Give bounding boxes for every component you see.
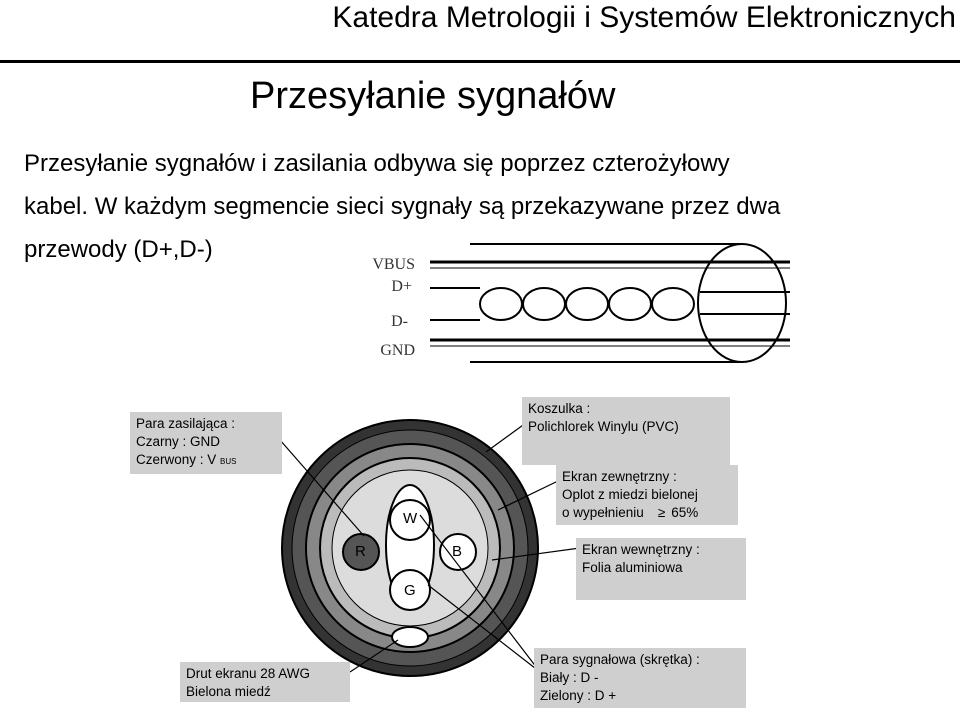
power-pair-line-3-main: Czerwony : V [136, 452, 221, 467]
cable-tube-outline [470, 243, 740, 363]
core-b-label: B [452, 543, 463, 560]
signal-pair-callout: Para sygnałowa (skrętka) : Biały : D - Z… [534, 648, 746, 708]
header-title: Katedra Metrologii i Systemów Elektronic… [332, 1, 956, 34]
core-g [389, 569, 431, 611]
body-line-2: kabel. W każdym segmencie sieci sygnały … [24, 193, 781, 220]
drain-wire-callout: Drut ekranu 28 AWG Bielona miedź [180, 662, 350, 702]
jacket-callout: Koszulka : Polichlorek Winylu (PVC) [522, 397, 730, 465]
signal-pair-line-3: Zielony : D + [540, 688, 617, 703]
power-pair-line-3-sub: BUS [220, 457, 237, 466]
jacket-line-2: Polichlorek Winylu (PVC) [528, 419, 679, 434]
leader-outer-shield [497, 479, 561, 511]
dminus-label: D- [391, 313, 408, 330]
cable-end-ellipse [697, 243, 787, 363]
twist-1 [479, 287, 523, 321]
leader-power-pair [279, 439, 365, 537]
twist-5 [651, 287, 695, 321]
cable-side-view [430, 243, 790, 363]
twist-4 [608, 287, 652, 321]
leader-signal-pair-2 [427, 584, 541, 673]
greater-equal-symbol: ≥ [657, 505, 666, 520]
core-b [439, 533, 477, 571]
dplus-label: D+ [391, 278, 412, 295]
inner-shield-line-1: Ekran wewnętrzny : [582, 542, 700, 557]
cable-cross-section [281, 419, 539, 677]
drain-wire-line-1: Drut ekranu 28 AWG [186, 666, 311, 681]
outer-shield-line-1: Ekran zewnętrzny : [562, 469, 677, 484]
slide-title: Przesyłanie sygnałów [250, 75, 616, 117]
leader-signal-pair-1 [419, 514, 541, 673]
signal-pair-line-2: Biały : D - [540, 670, 599, 685]
drain-wire-line-2: Bielona miedź [186, 684, 271, 699]
power-pair-callout: Para zasilająca : Czarny : GND Czerwony … [130, 412, 282, 474]
power-pair-line-1: Para zasilająca : [136, 416, 236, 431]
header-rule [0, 60, 960, 63]
outer-shield-fill-text: o wypełnieniu [562, 505, 644, 520]
outer-shield-line-2: Oplot z miedzi bielonej [562, 487, 698, 502]
twist-2 [522, 287, 566, 321]
core-w-label: W [403, 510, 418, 527]
drain-wire [391, 626, 429, 648]
outer-shield-callout: Ekran zewnętrzny : Oplot z miedzi bielon… [556, 465, 738, 525]
signal-pair-line-1: Para sygnałowa (skrętka) : [540, 652, 700, 667]
jacket-line-1: Koszulka : [528, 401, 591, 416]
inner-shield-callout: Ekran wewnętrzny : Folia aluminiowa [576, 538, 746, 600]
vbus-label: VBUS [372, 256, 415, 273]
core-r-label: R [355, 543, 366, 560]
twist-3 [565, 287, 609, 321]
leader-inner-shield [491, 547, 581, 561]
power-pair-line-2: Czarny : GND [136, 434, 221, 449]
core-g-label: G [404, 582, 416, 599]
inner-shield-line-2: Folia aluminiowa [582, 560, 683, 575]
body-line-1: Przesyłanie sygnałów i zasilania odbywa … [24, 150, 730, 177]
outer-shield-line-3: o wypełnieniu ≥65% [562, 504, 732, 522]
outer-shield-fill-value: 65% [671, 505, 699, 520]
gnd-label: GND [380, 342, 415, 359]
body-line-3: przewody (D+,D-) [24, 236, 213, 263]
body-text: Przesyłanie sygnałów i zasilania odbywa … [24, 142, 944, 271]
power-pair-line-3: Czerwony : V BUS [136, 451, 276, 471]
core-r [342, 533, 380, 571]
core-w [389, 499, 431, 541]
leader-drain [349, 639, 399, 673]
